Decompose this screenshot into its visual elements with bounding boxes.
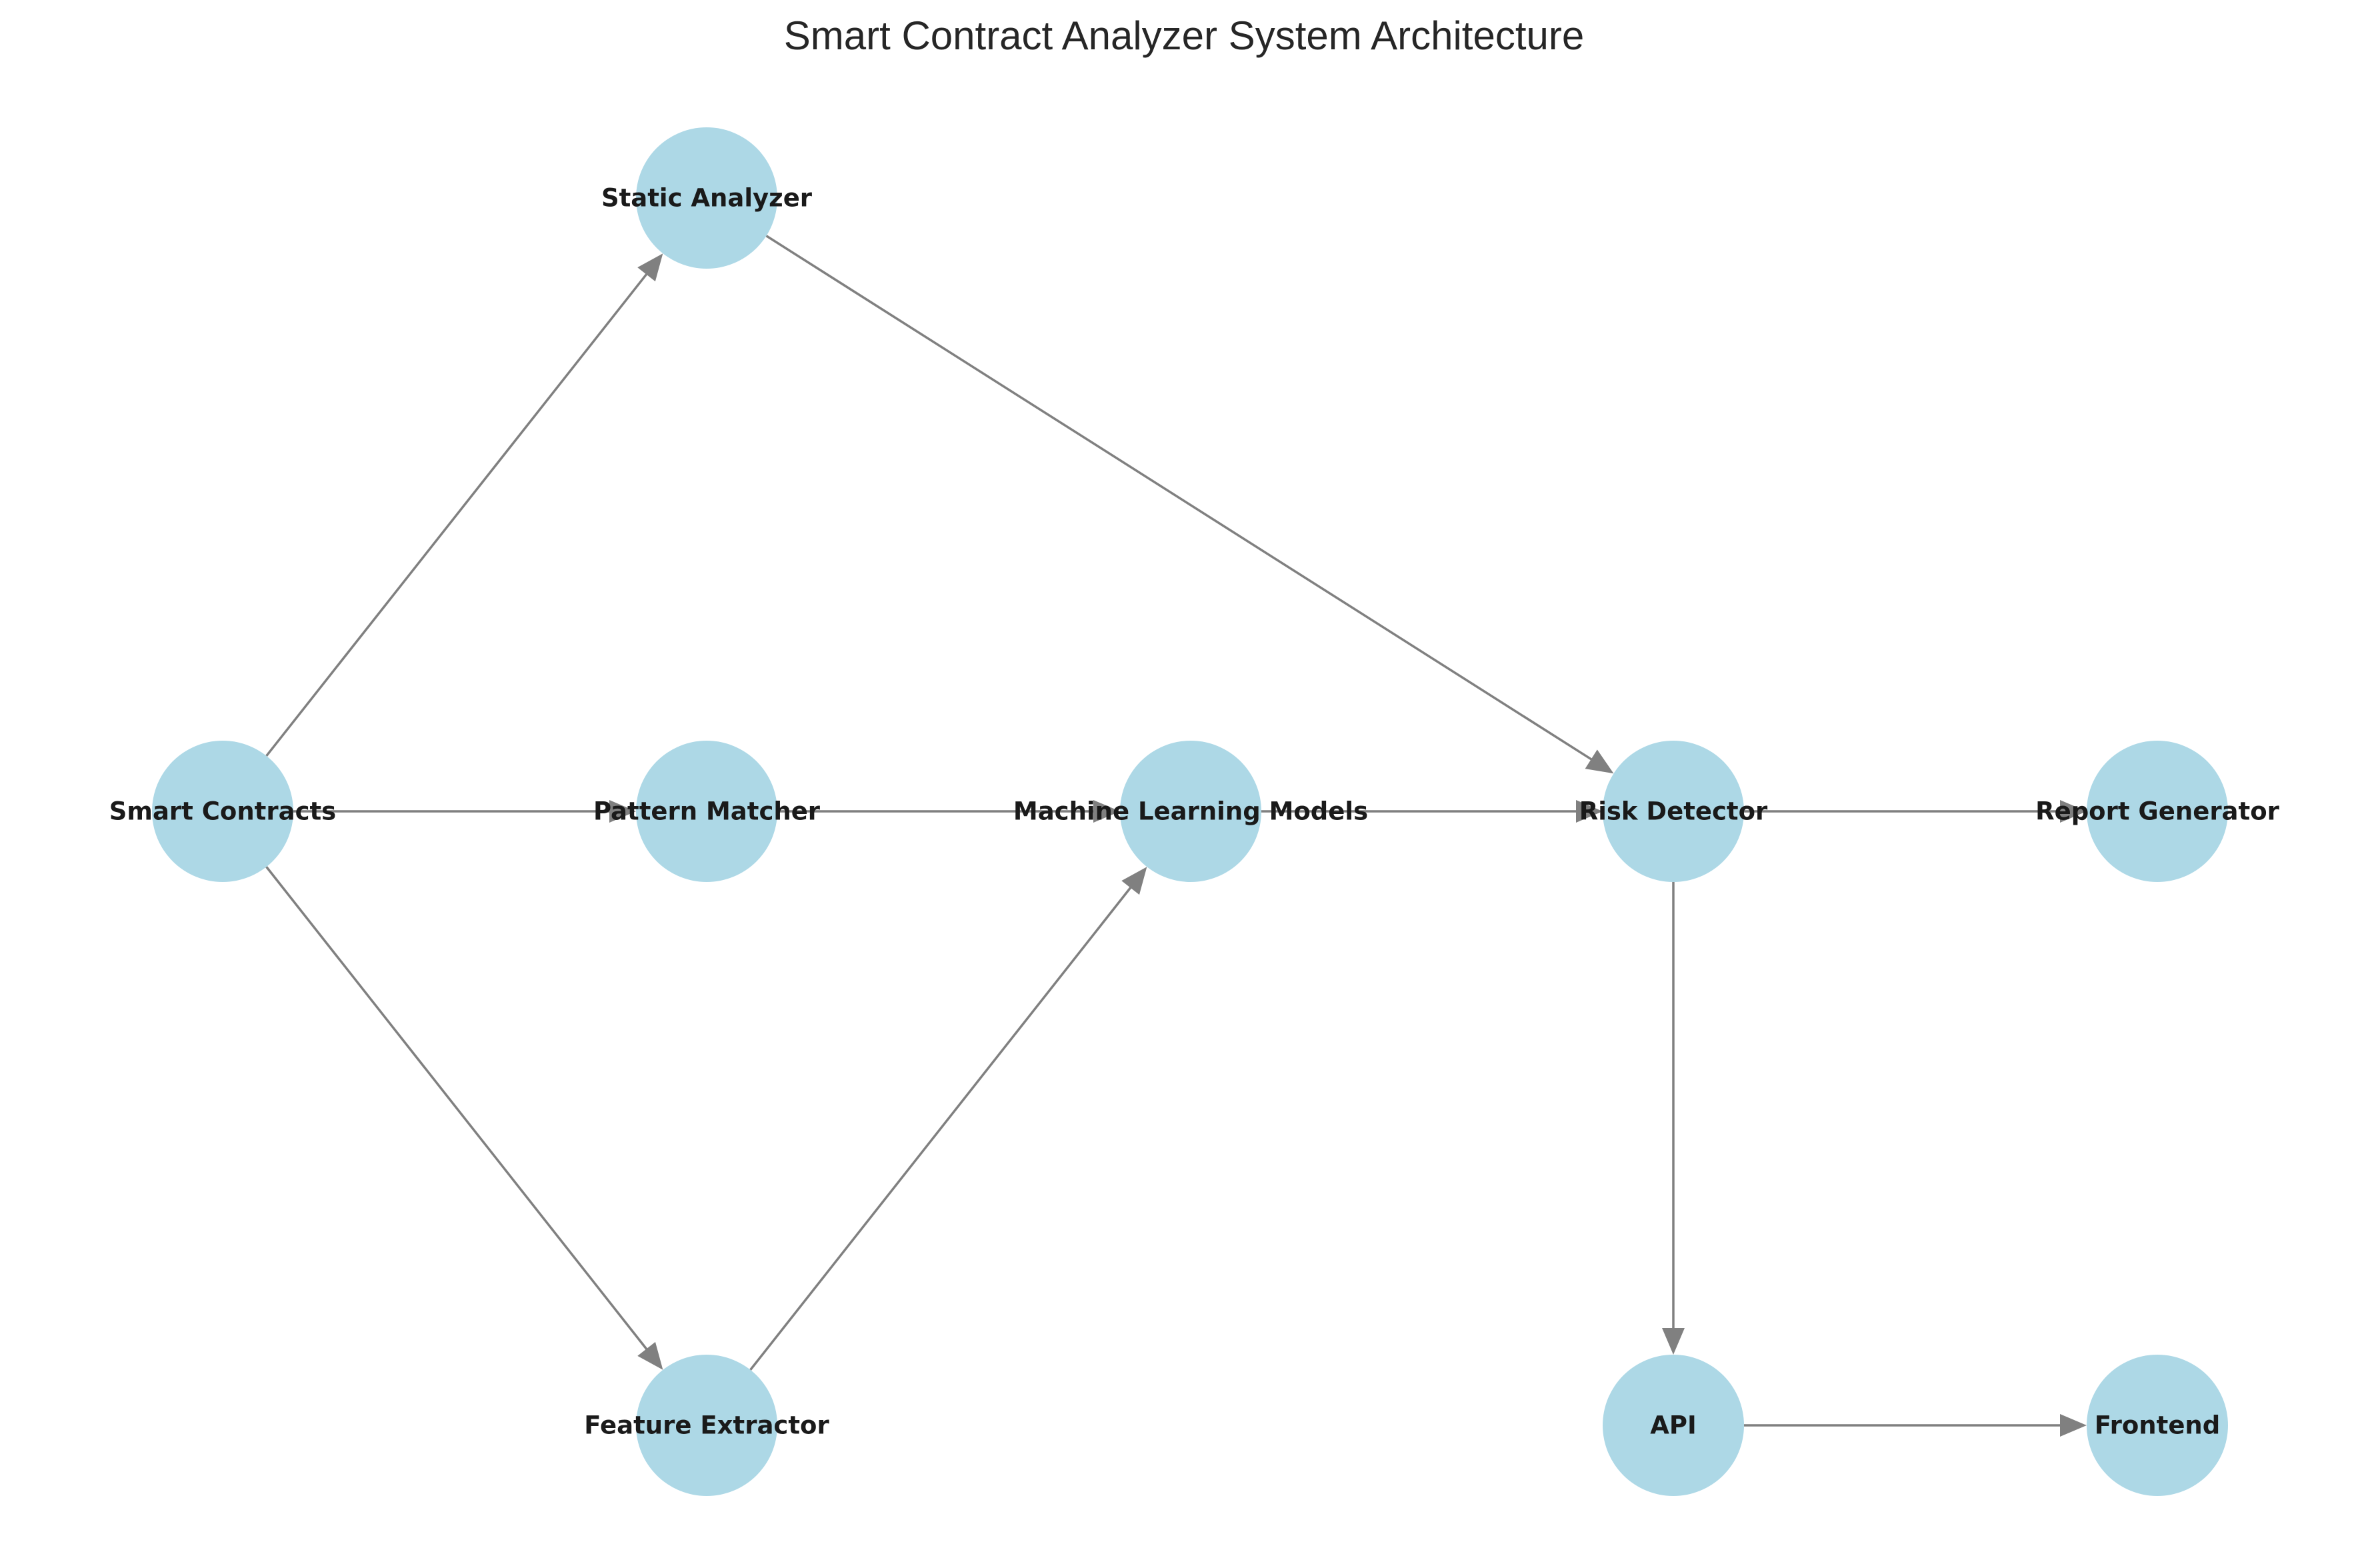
arrow-head-icon (1093, 800, 1120, 823)
edge-smart_contracts-to-static_analyzer (265, 253, 663, 757)
diagram-title: Smart Contract Analyzer System Architect… (784, 13, 1584, 58)
arrow-head-icon (2060, 1414, 2087, 1437)
edge-smart_contracts-to-feature_extractor (265, 866, 663, 1370)
node-ml-models: Machine Learning Models (1013, 741, 1368, 882)
edge-line (765, 235, 1595, 762)
edge-api-to-frontend (1744, 1414, 2087, 1437)
arrow-head-icon (637, 1341, 663, 1370)
node-report-generator: Report Generator (2035, 741, 2280, 882)
edge-risk_detector-to-report_generator (1744, 800, 2087, 823)
node-circle (152, 741, 293, 882)
node-label: Static Analyzer (601, 184, 813, 213)
edge-ml_models-to-risk_detector (1261, 800, 1603, 823)
edge-line (265, 866, 649, 1352)
node-circle (636, 741, 777, 882)
node-circle (1603, 1355, 1744, 1496)
arrow-head-icon (1662, 1328, 1685, 1355)
node-static-analyzer: Static Analyzer (601, 127, 813, 269)
edge-line (265, 271, 649, 757)
node-label: Feature Extractor (584, 1411, 829, 1440)
edge-feature_extractor-to-ml_models (749, 867, 1147, 1371)
node-label: Machine Learning Models (1013, 797, 1368, 826)
edge-smart_contracts-to-pattern_matcher (293, 800, 636, 823)
edge-line (749, 885, 1133, 1371)
node-smart-contracts: Smart Contracts (109, 741, 336, 882)
node-circle (2087, 1355, 2228, 1496)
arrow-head-icon (609, 800, 636, 823)
node-circle (1603, 741, 1744, 882)
arrow-head-icon (1585, 749, 1614, 774)
node-circle (1120, 741, 1261, 882)
node-circle (2087, 741, 2228, 882)
edges-layer (265, 235, 2087, 1437)
edge-risk_detector-to-api (1662, 882, 1685, 1355)
node-label: API (1650, 1411, 1697, 1440)
arrow-head-icon (637, 253, 663, 282)
node-feature-extractor: Feature Extractor (584, 1355, 829, 1496)
arrow-head-icon (1576, 800, 1603, 823)
node-label: Risk Detector (1579, 797, 1768, 826)
node-circle (636, 1355, 777, 1496)
node-label: Report Generator (2035, 797, 2280, 826)
node-label: Smart Contracts (109, 797, 336, 826)
node-frontend: Frontend (2087, 1355, 2228, 1496)
arrow-head-icon (2060, 800, 2087, 823)
node-circle (636, 127, 777, 269)
node-risk-detector: Risk Detector (1579, 741, 1768, 882)
edge-pattern_matcher-to-ml_models (777, 800, 1120, 823)
node-pattern-matcher: Pattern Matcher (593, 741, 821, 882)
arrow-head-icon (1121, 867, 1147, 895)
node-label: Frontend (2095, 1411, 2221, 1440)
edge-static_analyzer-to-risk_detector (765, 235, 1614, 774)
node-label: Pattern Matcher (593, 797, 821, 826)
node-api: API (1603, 1355, 1744, 1496)
